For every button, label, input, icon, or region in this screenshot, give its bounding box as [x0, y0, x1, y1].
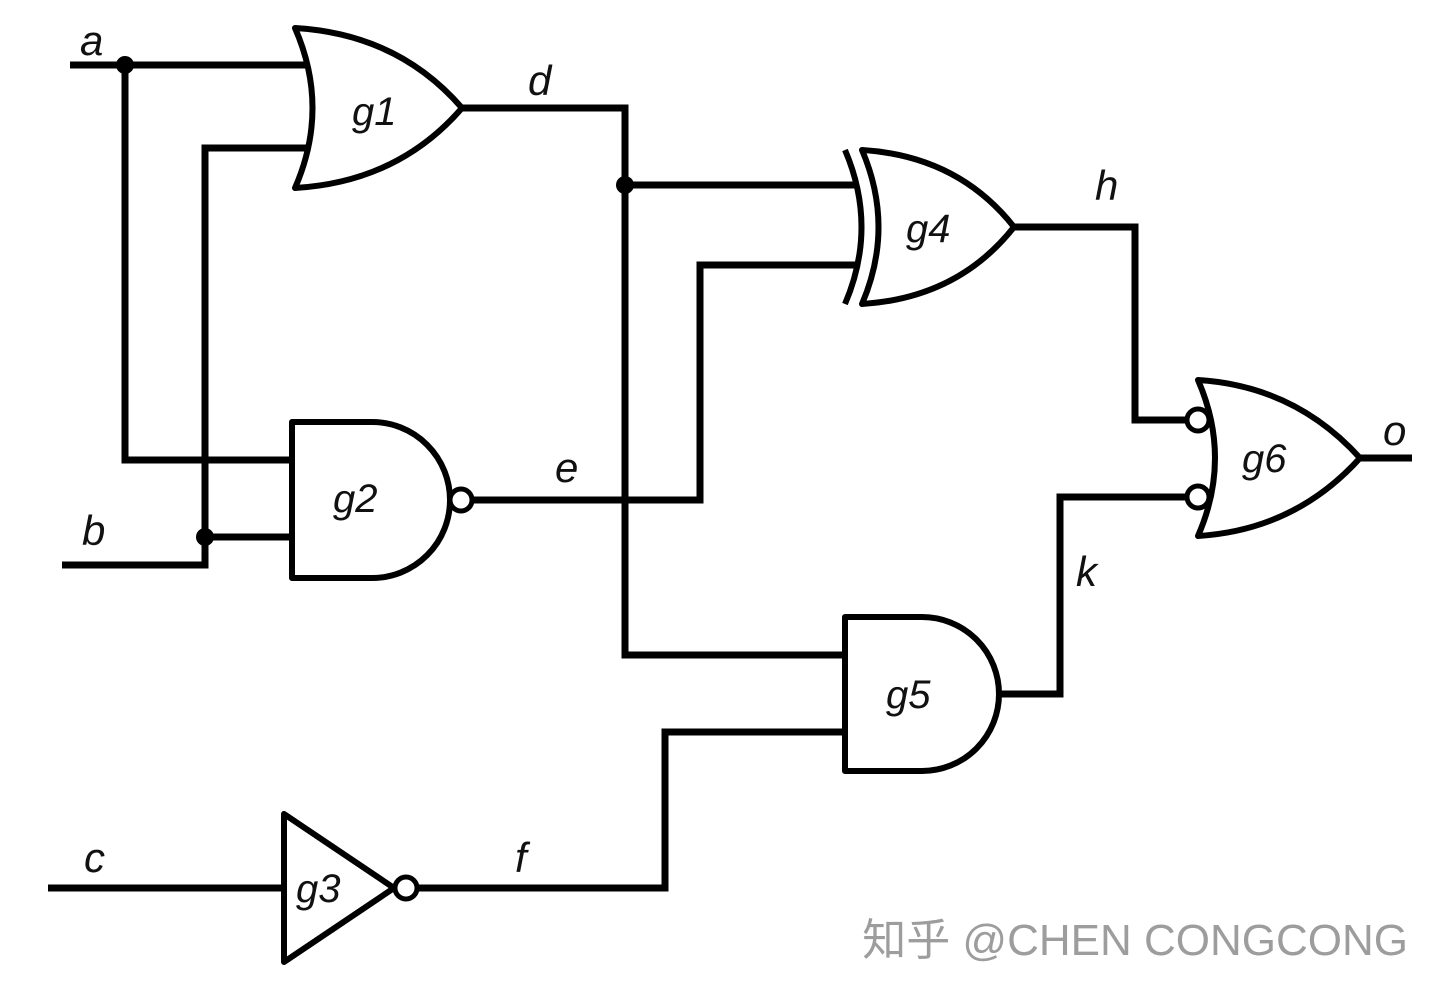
label-gate-g2: g2: [333, 477, 378, 521]
wire-input-b: [62, 144, 312, 569]
label-signal-e: e: [555, 444, 578, 491]
wire-f-to-g5: [406, 728, 852, 892]
wire-e-to-g4: [461, 261, 858, 504]
label-signal-h: h: [1095, 162, 1118, 209]
inversion-bubble-g3-output: [392, 874, 420, 902]
gate-g4-xor-input-arc: [842, 148, 865, 306]
wire-k-to-g6: [995, 493, 1187, 698]
inversion-bubble-g6-input-h: [1184, 406, 1212, 434]
watermark-text: 知乎 @CHEN CONGCONG: [862, 916, 1408, 965]
junction-dot-d: [616, 176, 634, 194]
gate-g5-and: [842, 614, 1002, 774]
label-signal-k: k: [1076, 548, 1099, 595]
inversion-bubble-g6-input-k: [1184, 483, 1212, 511]
wire-d-to-g5: [455, 104, 852, 659]
label-gate-g4: g4: [906, 207, 951, 251]
label-signal-f: f: [515, 834, 531, 881]
label-signal-o: o: [1383, 407, 1406, 454]
label-signal-b: b: [82, 507, 105, 554]
inversion-bubble-g2-output: [447, 486, 475, 514]
label-gate-g5: g5: [886, 673, 931, 717]
junction-dot-a: [116, 56, 134, 74]
label-gate-g3: g3: [296, 867, 341, 911]
label-gate-g1: g1: [352, 90, 397, 134]
label-gate-g6: g6: [1242, 437, 1287, 481]
label-signal-d: d: [528, 57, 553, 104]
wire-a-branch-to-g2: [121, 65, 298, 464]
junction-dot-b: [196, 528, 214, 546]
gate-g1-or: [292, 25, 465, 191]
label-signal-a: a: [80, 17, 103, 64]
gate-g6-or: [1195, 377, 1363, 539]
gate-g3-not: [281, 811, 397, 965]
gate-g4-xor: [859, 147, 1017, 307]
label-signal-c: c: [84, 834, 105, 881]
wire-h-to-g6: [1008, 223, 1187, 424]
